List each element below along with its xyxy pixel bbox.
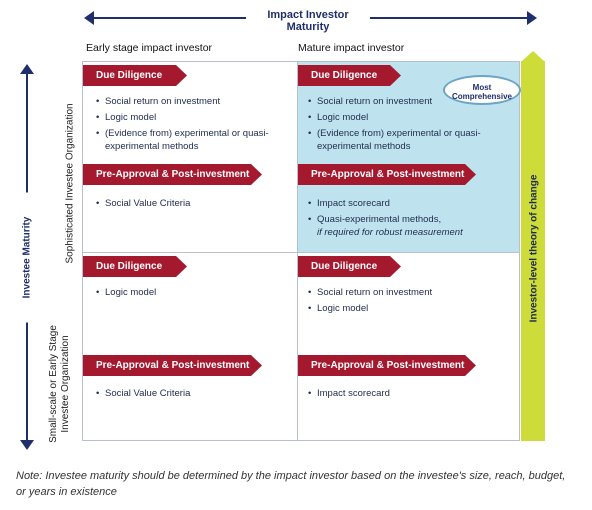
list-item: Impact scorecard (308, 197, 508, 210)
column-header-early: Early stage impact investor (86, 42, 213, 54)
column-header-mature: Mature impact investor (298, 42, 405, 54)
theory-of-change-label: Investor-level theory of change (528, 174, 540, 323)
list-item: Quasi-experimental methods, (308, 213, 508, 226)
list-item: Social return on investment (308, 95, 508, 108)
list-item: Logic model (308, 302, 508, 315)
badge-line1: Most (472, 83, 492, 92)
horizontal-divider (82, 252, 520, 253)
due-diligence-header: Due Diligence (298, 65, 401, 86)
due-diligence-list: Social return on investment Logic model (308, 286, 508, 315)
pre-approval-header: Pre-Approval & Post-investment (298, 164, 476, 185)
footnote: Note: Investee maturity should be determ… (16, 470, 566, 498)
row-label-small-scale: Small-scale or Early Stage Investee Orga… (48, 314, 72, 454)
arrow-up-icon (20, 64, 34, 74)
matrix-border (82, 61, 520, 441)
left-axis-label: Investee Maturity (21, 192, 33, 323)
list-item: Impact scorecard (308, 387, 508, 400)
pre-approval-list: Social Value Criteria (96, 387, 291, 400)
list-item: Social return on investment (308, 286, 508, 299)
due-diligence-header: Due Diligence (298, 256, 401, 277)
row-label-small-scale-line2: Investee Organization (60, 335, 71, 433)
list-item: Social Value Criteria (96, 387, 291, 400)
pre-approval-list: Impact scorecard (308, 387, 508, 400)
top-axis-label: Impact Investor Maturity (246, 9, 370, 33)
due-diligence-header: Due Diligence (83, 256, 187, 277)
pre-approval-list: Impact scorecard Quasi-experimental meth… (308, 197, 508, 239)
pre-approval-header: Pre-Approval & Post-investment (298, 355, 476, 376)
arrow-left-icon (84, 11, 94, 25)
arrow-right-icon (527, 11, 537, 25)
row-label-small-scale-line1: Small-scale or Early Stage (48, 325, 59, 443)
list-item: (Evidence from) experimental or quasi-ex… (308, 127, 508, 153)
due-diligence-list: Social return on investment Logic model … (96, 95, 291, 153)
pre-approval-header: Pre-Approval & Post-investment (83, 355, 262, 376)
due-diligence-list: Social return on investment Logic model … (308, 95, 508, 153)
arrow-down-icon (20, 440, 34, 450)
list-item: Logic model (96, 111, 291, 124)
list-item: Social Value Criteria (96, 197, 291, 210)
pre-approval-list: Social Value Criteria (96, 197, 291, 210)
theory-of-change-bar (521, 61, 545, 441)
due-diligence-header: Due Diligence (83, 65, 187, 86)
list-item: Logic model (308, 111, 508, 124)
green-bar-arrow-icon (521, 51, 545, 62)
list-item: (Evidence from) experimental or quasi-ex… (96, 127, 291, 153)
qualifier-note: if required for robust measurement (317, 227, 463, 238)
list-item: Social return on investment (96, 95, 291, 108)
row-label-sophisticated: Sophisticated Investee Organization (64, 103, 76, 264)
pre-approval-header: Pre-Approval & Post-investment (83, 164, 262, 185)
list-item: Logic model (96, 286, 291, 299)
due-diligence-list: Logic model (96, 286, 291, 299)
vertical-divider (297, 61, 298, 441)
